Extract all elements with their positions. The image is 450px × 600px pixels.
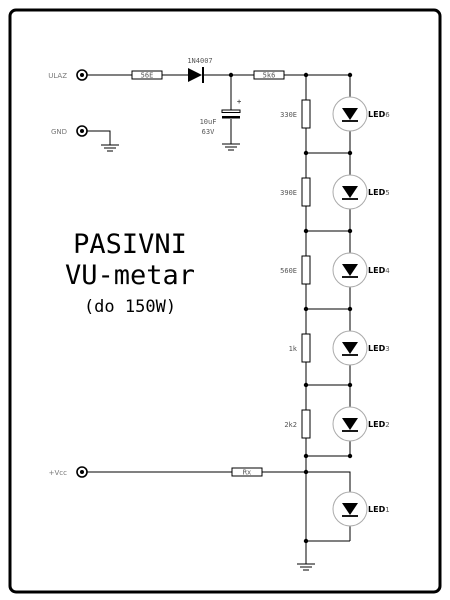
- ladder-resistor-label: 2k2: [284, 421, 297, 429]
- junction-dot: [303, 228, 309, 234]
- junction-dot: [347, 72, 353, 78]
- capacitor-value: 10uF: [200, 118, 217, 126]
- ladder-resistor-label: 1k: [289, 345, 298, 353]
- ladder-resistor-5: 2k2: [284, 409, 311, 439]
- led-3: [332, 330, 368, 366]
- capacitor-polarity: +: [237, 98, 241, 106]
- terminal-label-supply: +Vcc: [49, 469, 68, 477]
- ground-terminal: [76, 125, 88, 137]
- capacitor-icon: [221, 109, 241, 119]
- ground-icon: [297, 563, 315, 571]
- diode-label: 1N4007: [187, 57, 212, 65]
- junction-dot: [303, 150, 309, 156]
- led-2: [332, 406, 368, 442]
- junction-dot: [347, 453, 353, 459]
- resistor-rx: Rx: [231, 467, 263, 477]
- resistor-5k6-label: 5k6: [263, 72, 276, 80]
- supply-terminal: [76, 466, 88, 478]
- led-label-5: LED5: [368, 188, 390, 197]
- ladder-resistor-label: 390E: [280, 189, 297, 197]
- junction-dot: [303, 538, 309, 544]
- terminal-label-ground: GND: [51, 128, 67, 136]
- ladder-resistor-4: 1k: [289, 333, 311, 363]
- led-4: [332, 252, 368, 288]
- input-terminal: [76, 69, 88, 81]
- junction-dot: [347, 228, 353, 234]
- led-label-2: LED2: [368, 420, 390, 429]
- junction-dot: [347, 382, 353, 388]
- led-label-3: LED3: [368, 344, 390, 353]
- ladder-resistor-label: 560E: [280, 267, 297, 275]
- led-label-1: LED1: [368, 505, 390, 514]
- ladder-resistor-3: 560E: [280, 255, 311, 285]
- ladder-resistor-2: 390E: [280, 177, 311, 207]
- led-1: [332, 491, 368, 527]
- ladder-resistor-1: 330E: [280, 99, 311, 129]
- ladder-resistor-label: 330E: [280, 111, 297, 119]
- junction-dot: [303, 306, 309, 312]
- title-line-2: VU-metar: [65, 260, 195, 291]
- ground-icon: [222, 143, 240, 151]
- diode-icon: [188, 67, 204, 83]
- resistor-56e-label: 56E: [141, 72, 154, 80]
- resistor-56e: 56E: [131, 70, 163, 80]
- title-line-3: (do 150W): [84, 297, 176, 317]
- junction-dot: [303, 382, 309, 388]
- resistor-rx-label: Rx: [243, 469, 251, 477]
- junction-dot: [347, 306, 353, 312]
- terminal-label-input: ULAZ: [48, 72, 67, 80]
- led-label-6: LED6: [368, 110, 390, 119]
- led-5: [332, 174, 368, 210]
- junction-dot: [303, 469, 309, 475]
- led-label-4: LED4: [368, 266, 390, 275]
- led-6: [332, 96, 368, 132]
- capacitor-voltage: 63V: [202, 128, 215, 136]
- ground-icon: [101, 144, 119, 152]
- junction-dot: [303, 453, 309, 459]
- resistor-5k6: 5k6: [253, 70, 285, 80]
- diagram-frame: [8, 8, 442, 594]
- junction-dot: [347, 150, 353, 156]
- title-line-1: PASIVNI: [73, 229, 187, 260]
